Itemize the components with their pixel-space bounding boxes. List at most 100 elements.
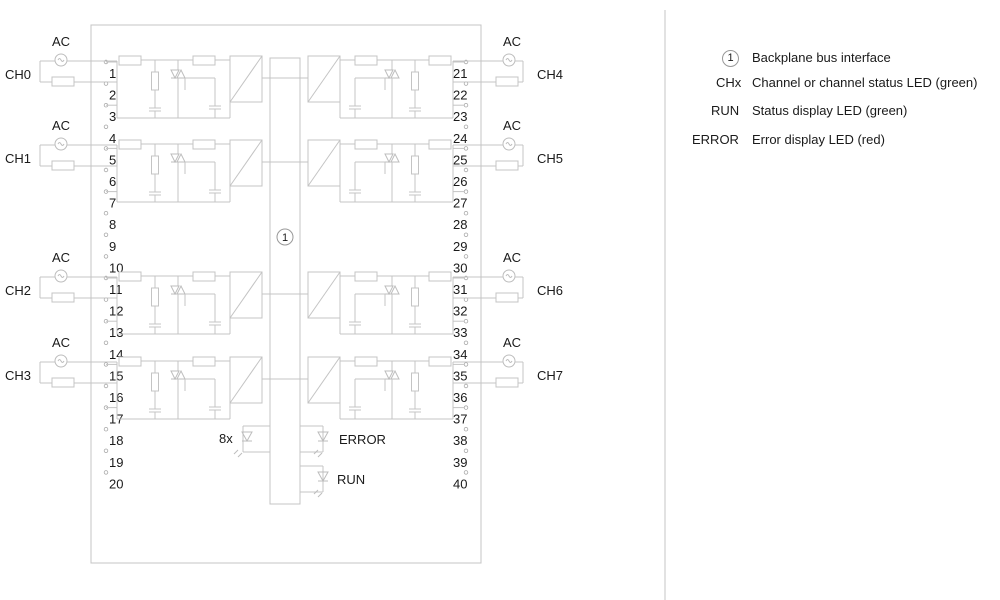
left-pin-number: 3 <box>109 109 116 124</box>
left-pin-terminal <box>103 210 109 216</box>
run-led-label: RUN <box>337 472 365 487</box>
triac-icon <box>384 370 394 381</box>
ac-source-icon <box>54 354 68 368</box>
legend-key-error: ERROR <box>692 132 739 147</box>
legend-row-chx: CHx Channel or channel status LED (green… <box>680 73 1000 93</box>
left-pin-terminal <box>103 254 109 259</box>
channel-label: CH4 <box>537 67 563 82</box>
left-pin-number: 5 <box>109 152 116 167</box>
triac-icon <box>384 153 394 164</box>
channel-label: CH0 <box>5 67 31 82</box>
ac-label: AC <box>52 250 70 265</box>
triac-icon <box>384 69 394 80</box>
right-pin-terminal <box>463 383 469 389</box>
left-pin-terminal <box>103 448 109 453</box>
right-pin-terminal <box>463 470 469 475</box>
right-pin-terminal <box>463 340 469 345</box>
legend-row-run: RUN Status display LED (green) <box>680 101 1000 121</box>
left-pin-terminal <box>103 383 109 389</box>
ac-source-icon <box>54 269 68 283</box>
left-pin-terminal <box>103 167 109 173</box>
right-pin-terminal <box>463 146 469 151</box>
left-pin-number: 16 <box>109 390 123 405</box>
resistor-icon <box>192 55 216 66</box>
channel-label: CH7 <box>537 368 563 383</box>
right-pin-number: 32 <box>453 304 467 319</box>
ac-source-icon <box>54 137 68 151</box>
right-channel-block: AC CH5 <box>270 118 563 203</box>
resistor-icon <box>354 139 378 150</box>
ac-source-icon <box>502 137 516 151</box>
resistor-icon <box>192 139 216 150</box>
right-pin-number: 27 <box>453 196 467 211</box>
fuse-icon <box>495 377 519 388</box>
resistor-icon <box>354 271 378 282</box>
right-pin-number: 22 <box>453 88 467 103</box>
right-pin-number: 31 <box>453 282 467 297</box>
resistor-icon <box>118 356 142 367</box>
channel-label: CH3 <box>5 368 31 383</box>
fuse-icon <box>495 76 519 87</box>
ac-source-icon <box>502 354 516 368</box>
left-pin-number: 2 <box>109 88 116 103</box>
legend-text-chx: Channel or channel status LED (green) <box>752 75 978 90</box>
fuse-icon <box>495 292 519 303</box>
left-pin-number: 4 <box>109 131 116 146</box>
right-pin-terminal <box>463 448 469 453</box>
fuse-icon <box>51 292 75 303</box>
left-channel-block: AC CH3 <box>5 335 270 420</box>
ac-label: AC <box>52 335 70 350</box>
right-pin-terminal <box>463 362 469 367</box>
right-pin-terminal <box>463 232 469 237</box>
right-pin-terminal <box>463 167 469 173</box>
error-led-label: ERROR <box>339 432 386 447</box>
right-pin-number: 29 <box>453 239 467 254</box>
channel-label: CH5 <box>537 151 563 166</box>
right-pin-number: 39 <box>453 455 467 470</box>
left-pin-number: 17 <box>109 412 123 427</box>
right-pin-number: 37 <box>453 412 467 427</box>
left-pin-number: 1 <box>109 66 116 81</box>
left-pin-terminal <box>103 427 109 432</box>
triac-icon <box>384 285 394 296</box>
resistor-icon <box>428 271 452 282</box>
left-pin-number: 9 <box>109 239 116 254</box>
right-pin-terminal <box>463 189 469 194</box>
resistor-icon <box>118 271 142 282</box>
resistor-icon <box>192 356 216 367</box>
ac-label: AC <box>52 34 70 49</box>
right-pin-number: 24 <box>453 131 467 146</box>
legend-key-chx: CHx <box>716 75 742 90</box>
left-pin-number: 13 <box>109 325 123 340</box>
resistor-icon <box>428 356 452 367</box>
left-channel-block: AC CH0 <box>5 34 270 119</box>
ac-source-icon <box>54 53 68 67</box>
right-pin-terminal <box>463 319 469 324</box>
left-pin-number: 6 <box>109 174 116 189</box>
led-count-label: 8x <box>219 431 233 446</box>
right-pin-number: 36 <box>453 390 467 405</box>
legend-key-bus: 1 <box>722 50 739 67</box>
ac-source-icon <box>502 269 516 283</box>
channel-label: CH1 <box>5 151 31 166</box>
left-pin-number: 11 <box>109 282 123 297</box>
legend-text-bus: Backplane bus interface <box>752 50 891 65</box>
fuse-icon <box>495 160 519 171</box>
resistor-icon <box>428 55 452 66</box>
ac-label: AC <box>503 118 521 133</box>
triac-icon <box>170 370 180 381</box>
left-pin-number: 7 <box>109 196 116 211</box>
right-pin-number: 40 <box>453 476 467 491</box>
triac-icon <box>170 153 180 164</box>
right-pin-number: 35 <box>453 368 467 383</box>
left-pin-number: 18 <box>109 433 123 448</box>
resistor-icon <box>118 55 142 66</box>
right-pin-terminal <box>463 124 469 129</box>
legend-text-error: Error display LED (red) <box>752 132 885 147</box>
